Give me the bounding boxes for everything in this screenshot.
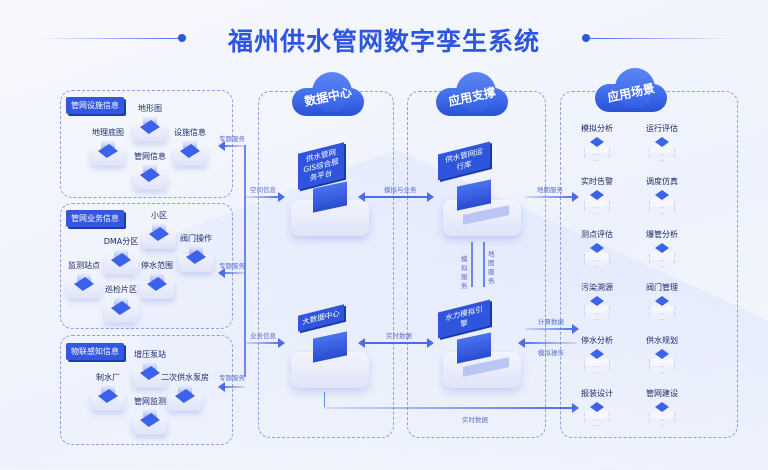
scene-stack-icon	[582, 296, 612, 322]
data-tile-icon	[133, 164, 167, 190]
cloud-app-scenes: 应用场景	[595, 68, 667, 114]
group-tag: 管网业务信息	[66, 210, 124, 227]
scene-label: 运行评估	[646, 124, 678, 133]
group-tag: 管网设施信息	[66, 97, 124, 114]
scene-stack-icon	[582, 190, 612, 216]
arrow-label: 模拟服务	[461, 255, 468, 290]
arrow-label: 地图服务	[537, 186, 563, 194]
arrow-label: 模拟操作	[538, 349, 564, 357]
scene-label: 报装设计	[581, 389, 613, 398]
arrow-calc-data	[525, 324, 579, 334]
arrow-map-service-down	[483, 242, 485, 287]
node-label: 管网监测	[134, 397, 166, 406]
arrow-label: 实时数据	[462, 416, 488, 424]
arrow-topic-service	[218, 382, 245, 392]
arrow-topic-service	[218, 141, 245, 151]
arrow-sim-service-up	[471, 242, 473, 287]
scene-label: 实时告警	[581, 177, 613, 186]
title-line-right	[590, 38, 730, 39]
title-line-left	[40, 38, 180, 39]
arrow-sim-business	[358, 192, 434, 202]
node-label: 停水范围	[141, 261, 173, 270]
scene-stack-icon	[582, 137, 612, 163]
title-dot-left	[178, 34, 186, 42]
node-label: 设施信息	[174, 128, 206, 137]
data-tile-icon	[173, 140, 207, 166]
arrow-label: 专题服务	[219, 374, 245, 382]
scene-label: 调度仿真	[646, 177, 678, 186]
node-label: 增压泵站	[134, 350, 166, 359]
scene-label: 停水分析	[581, 336, 613, 345]
scene-label: 模拟分析	[581, 124, 613, 133]
connector-line	[244, 145, 246, 305]
scene-label: 阀门管理	[646, 283, 678, 292]
data-tile-icon	[91, 140, 125, 166]
scene-stack-icon	[582, 349, 612, 375]
group-iot	[60, 335, 233, 445]
scene-label: 测点评估	[581, 230, 613, 239]
group-facility	[60, 90, 233, 198]
data-tile-icon	[140, 273, 174, 299]
arrow-sim-operation	[518, 338, 577, 348]
node-label: 监测站点	[68, 261, 100, 270]
data-tile-icon	[142, 223, 176, 249]
data-tile-icon	[133, 409, 167, 435]
node-label: 小区	[151, 211, 167, 220]
data-tile-icon	[133, 362, 167, 388]
arrow-label: 专题服务	[219, 262, 245, 270]
cloud-data-center: 数据中心	[292, 72, 364, 118]
scene-stack-icon	[647, 296, 677, 322]
node-label: 制水厂	[96, 373, 120, 382]
scene-stack-icon	[647, 137, 677, 163]
node-label: 阀门操作	[180, 234, 212, 243]
group-business	[60, 203, 233, 329]
data-tile-icon	[67, 273, 101, 299]
cloud-app-support: 应用支撑	[436, 72, 508, 118]
arrow-label: 模拟与业务	[384, 186, 417, 194]
arrow-map-service	[525, 192, 579, 202]
arrow-label: 地图服务	[488, 250, 495, 285]
node-label: 地形图	[138, 104, 162, 113]
data-tile-icon	[104, 297, 138, 323]
scene-stack-icon	[582, 243, 612, 269]
arrow-realtime-data-bottom	[324, 403, 579, 413]
scene-label: 供水规划	[646, 336, 678, 345]
data-tile-icon	[179, 246, 213, 272]
data-tile-icon	[91, 385, 125, 411]
connector-line	[244, 305, 246, 377]
connector-line	[324, 392, 325, 407]
data-tile-icon	[104, 249, 138, 275]
scene-stack-icon	[647, 349, 677, 375]
data-tile-icon	[133, 116, 167, 142]
arrow-business-info	[245, 338, 285, 348]
scene-label: 爆管分析	[646, 230, 678, 239]
arrow-label: 实时数据	[386, 332, 412, 340]
arrow-label: 计算数据	[538, 318, 564, 326]
arrow-spatial-info	[245, 192, 285, 202]
node-label: 管网信息	[134, 152, 166, 161]
group-tag: 物联感知信息	[66, 343, 124, 360]
scene-stack-icon	[582, 402, 612, 428]
scene-label: 管网建设	[646, 389, 678, 398]
arrow-label: 空间信息	[250, 186, 276, 194]
scene-stack-icon	[647, 243, 677, 269]
arrow-label: 业务信息	[250, 332, 276, 340]
page-title: 福州供水管网数字孪生系统	[227, 27, 540, 56]
arrow-topic-service	[218, 268, 245, 278]
scene-stack-icon	[647, 190, 677, 216]
scene-stack-icon	[647, 402, 677, 428]
arrow-realtime-data	[358, 338, 434, 348]
data-tile-icon	[168, 385, 202, 411]
title-dot-right	[582, 34, 590, 42]
arrow-label: 专题服务	[219, 135, 245, 143]
node-label: 地理底图	[92, 128, 124, 137]
scene-label: 污染溯源	[581, 283, 613, 292]
node-label: DMA分区	[103, 237, 139, 246]
node-label: 巡检片区	[105, 285, 137, 294]
node-label: 二次供水泵房	[161, 373, 209, 382]
